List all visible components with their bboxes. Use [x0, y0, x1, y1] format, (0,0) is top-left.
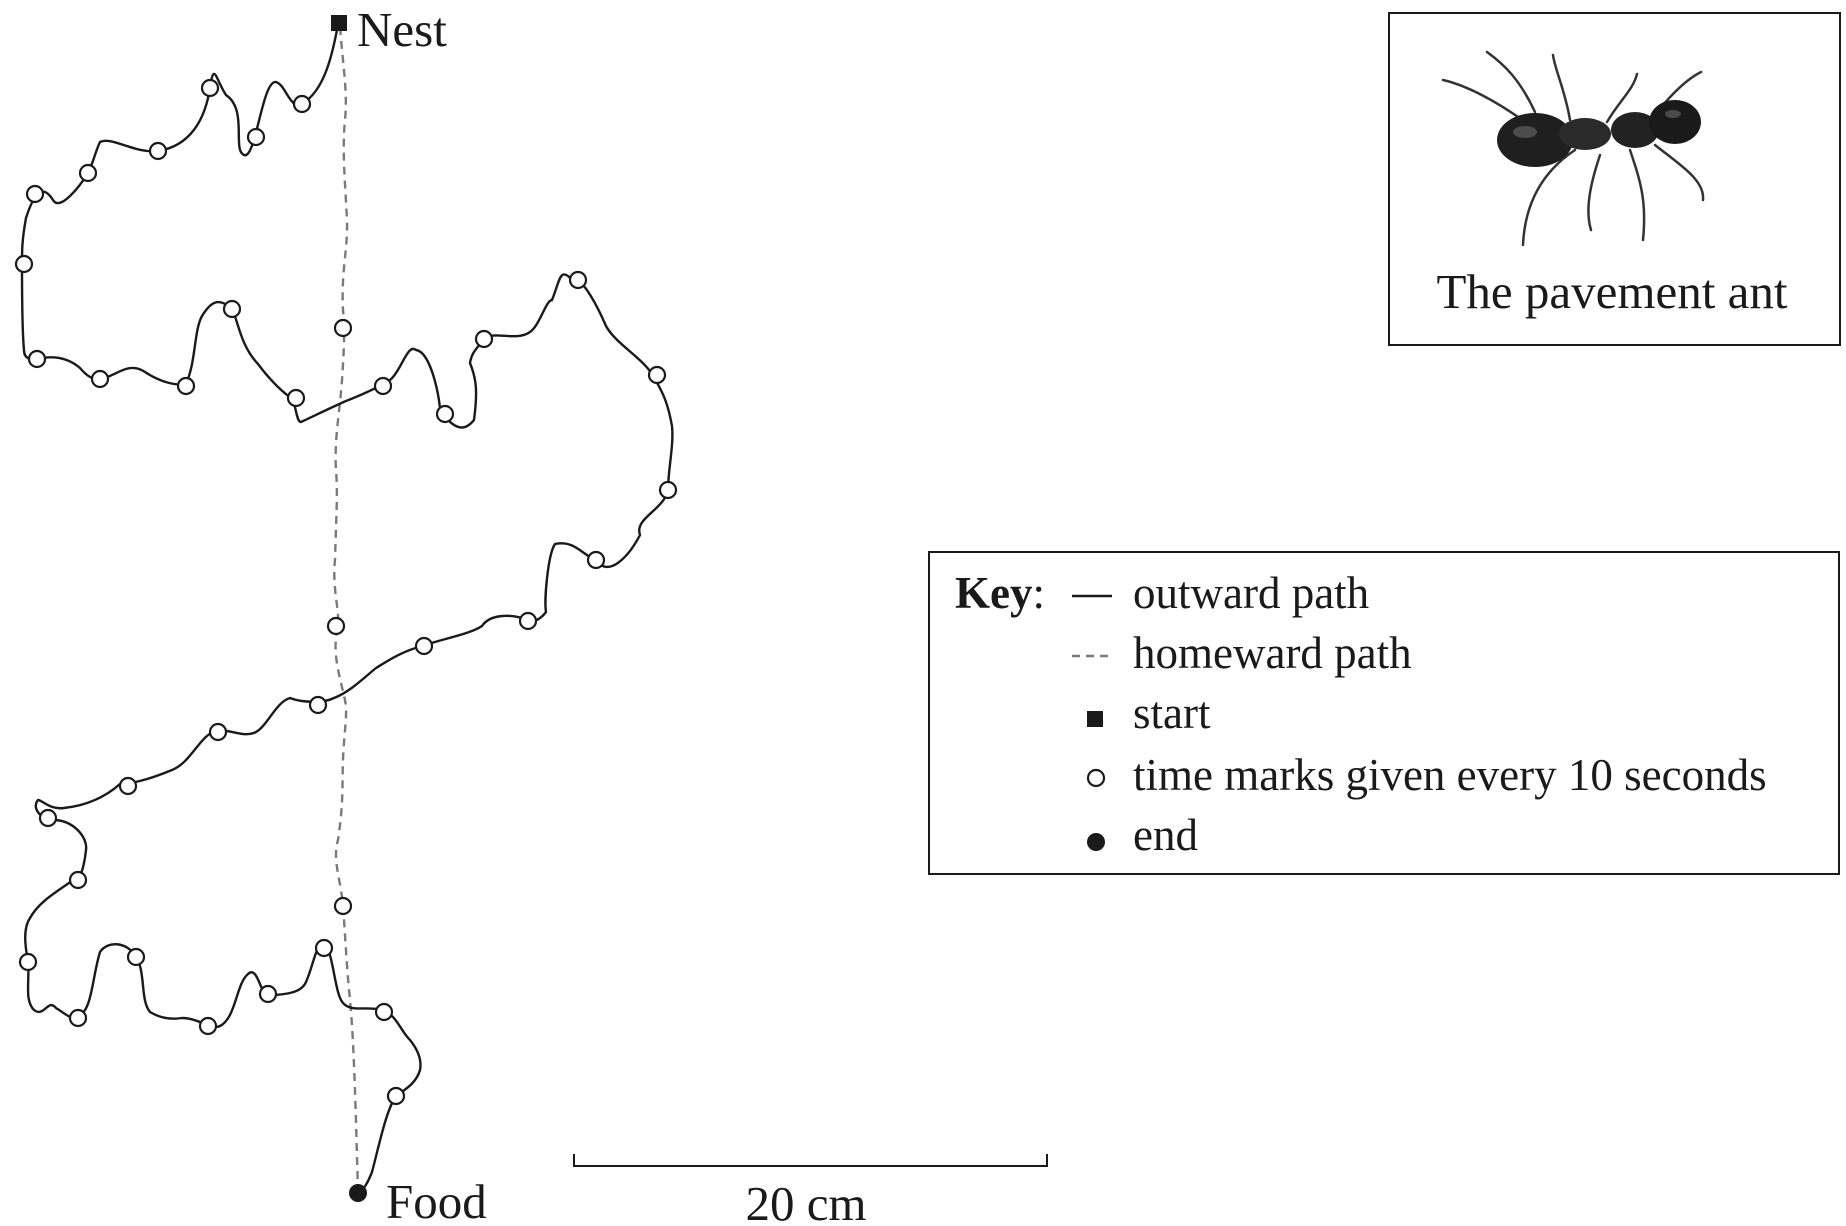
time-mark [14, 254, 34, 274]
time-mark [118, 776, 138, 796]
end-marker [349, 1184, 367, 1202]
time-mark [435, 404, 455, 424]
key-legend: Key: outward path homeward path start ti… [928, 551, 1840, 875]
ant-photo-box: The pavement ant [1388, 12, 1841, 346]
time-mark [176, 376, 196, 396]
key-heading: Key: [955, 568, 1045, 618]
time-mark [374, 1002, 394, 1022]
scale-bar: 20 cm [573, 1154, 1048, 1226]
time-mark [198, 1016, 218, 1036]
nest-label: Nest [357, 2, 447, 57]
time-mark [373, 376, 393, 396]
ant-icon [1441, 50, 1705, 247]
time-mark [246, 127, 266, 147]
time-mark [148, 141, 168, 161]
key-label-homeward: homeward path [1133, 628, 1412, 678]
time-mark [326, 616, 346, 636]
time-mark [386, 1086, 406, 1106]
time-mark [126, 947, 146, 967]
time-mark [25, 184, 45, 204]
key-label-time-mark: time marks given every 10 seconds [1133, 750, 1767, 800]
time-mark [586, 550, 606, 570]
time-mark [414, 636, 434, 656]
key-heading-colon: : [1032, 568, 1045, 618]
outward-path [20, 23, 674, 1195]
photo-caption: The pavement ant [1436, 264, 1787, 319]
time-mark [333, 318, 353, 338]
time-mark [90, 369, 110, 389]
start-marker [331, 15, 347, 31]
time-mark [68, 1008, 88, 1028]
time-mark [308, 695, 328, 715]
time-mark [200, 78, 220, 98]
time-mark [333, 896, 353, 916]
key-symbol-time-mark [1086, 768, 1106, 788]
time-mark [658, 480, 678, 500]
time-mark [38, 808, 58, 828]
time-mark [68, 870, 88, 890]
time-mark [568, 270, 588, 290]
key-label-start: start [1133, 688, 1211, 738]
time-mark [286, 388, 306, 408]
time-mark [208, 722, 228, 742]
key-label-end: end [1133, 810, 1198, 860]
key-label-outward: outward path [1133, 568, 1369, 618]
time-mark [518, 611, 538, 631]
time-mark [314, 938, 334, 958]
outward-time-marks [14, 78, 678, 1106]
time-mark [222, 299, 242, 319]
time-mark [292, 94, 312, 114]
homeward-path [333, 24, 360, 1194]
time-mark [647, 365, 667, 385]
key-symbol-start [1087, 711, 1103, 727]
homeward-time-marks [326, 318, 353, 916]
key-symbol-end [1087, 833, 1105, 851]
time-mark [18, 952, 38, 972]
time-mark [474, 329, 494, 349]
scale-bar-label: 20 cm [745, 1176, 866, 1226]
time-mark [258, 984, 278, 1004]
time-mark [78, 163, 98, 183]
food-label: Food [386, 1174, 487, 1226]
time-mark [27, 349, 47, 369]
key-heading-text: Key [955, 568, 1033, 618]
